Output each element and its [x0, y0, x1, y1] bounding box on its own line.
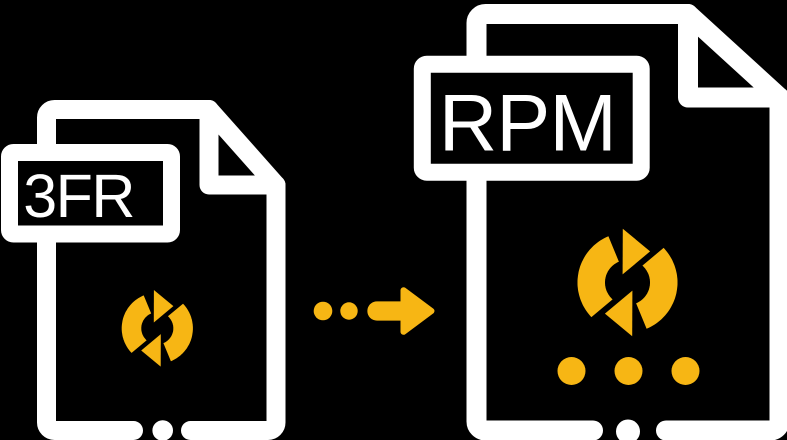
arrow-trail-dot: [340, 302, 358, 320]
source-file: 3FR: [1, 100, 286, 440]
sync-top-arc: [121, 295, 152, 353]
sync-top-arc: [577, 236, 619, 318]
sync-bottom-arrowhead: [141, 334, 161, 367]
sync-arrows-icon: [577, 228, 678, 337]
ellipsis-dot: [557, 357, 586, 385]
document-outline: [37, 100, 286, 440]
sync-bottom-arc: [163, 303, 193, 362]
ellipsis-dots-icon: [557, 357, 700, 385]
sync-top-arrowhead: [622, 228, 651, 275]
folded-corner-icon: [678, 4, 787, 108]
document-bottom-dot: [152, 420, 173, 440]
target-file: RPM: [413, 4, 787, 440]
arrow-right-icon: [367, 287, 435, 335]
format-badge: [413, 55, 650, 181]
sync-bottom-arrowhead: [604, 290, 633, 337]
format-badge: [1, 144, 180, 243]
ellipsis-dot: [614, 357, 643, 385]
sync-arrows-icon: [121, 290, 193, 367]
folded-corner-icon: [199, 100, 286, 195]
sync-top-arrowhead: [153, 290, 174, 323]
document-bottom-dot: [616, 419, 640, 440]
arrow-trail-dot: [313, 301, 333, 321]
sync-bottom-arc: [636, 247, 678, 329]
arrow-head: [400, 287, 435, 335]
format-label: 3FR: [23, 162, 134, 230]
ellipsis-dot: [671, 357, 700, 385]
format-label: RPM: [439, 79, 616, 169]
conversion-arrow: [313, 287, 435, 335]
document-outline: [466, 4, 787, 440]
